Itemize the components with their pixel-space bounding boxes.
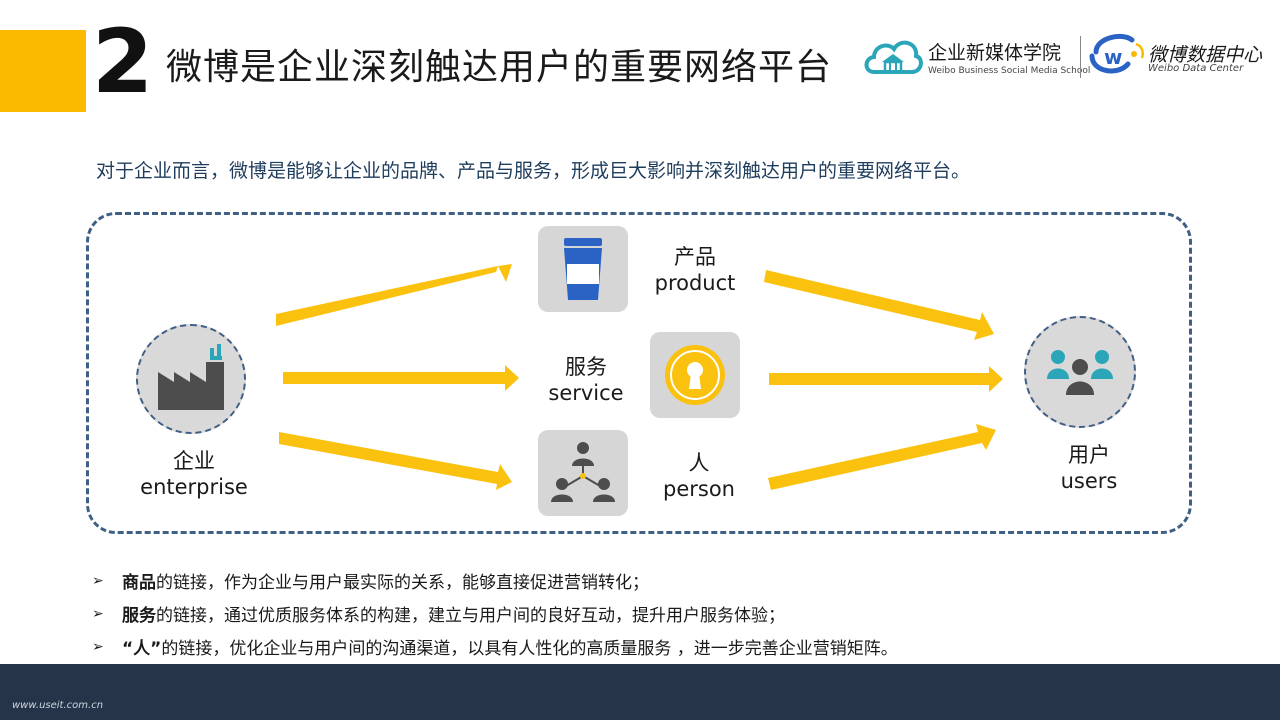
arrow-product-users [764, 270, 994, 340]
product-label: 产品 product [646, 244, 744, 296]
product-tile [538, 226, 628, 312]
person-label-cn: 人 [688, 451, 710, 475]
bullet-keyword: 商品 [122, 573, 156, 593]
product-label-cn: 产品 [674, 245, 716, 269]
person-label-en: person [663, 477, 735, 501]
users-label: 用户 users [1040, 442, 1138, 494]
arrow-enterprise-product [276, 264, 512, 326]
weibo-data-logo-icon: w [1089, 34, 1144, 74]
enterprise-label-cn: 企业 [173, 449, 215, 473]
coffee-cup-icon [564, 238, 602, 300]
bullet-keyword: “人” [122, 639, 162, 659]
arrow-enterprise-person [279, 432, 512, 490]
factory-icon [158, 344, 224, 410]
bullet-text: 的链接，通过优质服务体系的构建，建立与用户间的良好互动，提升用户服务体验； [156, 606, 785, 626]
enterprise-circle [136, 324, 246, 434]
diagram-frame [86, 212, 1192, 534]
school-logo-icon [864, 40, 923, 74]
list-item: ➢ 商品的链接，作为企业与用户最实际的关系，能够直接促进营销转化； [92, 564, 898, 597]
enterprise-label: 企业 enterprise [136, 448, 252, 500]
footer-url: www.useit.com.cn [12, 700, 104, 711]
school-logo-subtitle: Weibo Business Social Media School [928, 66, 1091, 76]
bullet-arrow-icon: ➢ [92, 638, 104, 655]
intro-text: 对于企业而言，微博是能够让企业的品牌、产品与服务，形成巨大影响并深刻触达用户的重… [96, 160, 971, 182]
service-label-en: service [548, 381, 624, 405]
product-label-en: product [654, 271, 736, 295]
person-tile [538, 430, 628, 516]
arrow-service-users [769, 366, 1003, 392]
users-circle [1024, 316, 1136, 428]
school-logo-name: 企业新媒体学院 [928, 42, 1062, 64]
arrow-enterprise-service [283, 365, 519, 391]
users-group-icon [1047, 350, 1113, 395]
bullet-arrow-icon: ➢ [92, 605, 104, 622]
bullet-arrow-icon: ➢ [92, 572, 104, 589]
arrow-person-users [768, 424, 996, 490]
keyhole-icon [665, 345, 725, 405]
svg-text:w: w [1104, 45, 1122, 69]
list-item: ➢ “人”的链接，优化企业与用户间的沟通渠道，以具有人性化的高质量服务 ，进一步… [92, 630, 898, 663]
service-tile [650, 332, 740, 418]
page-title: 微博是企业深刻触达用户的重要网络平台 [166, 47, 833, 88]
section-number: 2 [92, 10, 154, 113]
bullet-keyword: 服务 [122, 606, 156, 626]
enterprise-label-en: enterprise [140, 475, 248, 499]
logo-divider [1080, 36, 1081, 78]
people-network-icon [551, 442, 615, 502]
users-label-en: users [1060, 469, 1118, 493]
users-label-cn: 用户 [1068, 443, 1110, 467]
bullet-text: 的链接，作为企业与用户最实际的关系，能够直接促进营销转化； [156, 573, 649, 593]
data-center-logo-name: 微博数据中心 [1148, 44, 1263, 66]
service-label-cn: 服务 [565, 355, 607, 379]
service-label: 服务 service [540, 354, 632, 406]
person-label: 人 person [650, 450, 748, 502]
list-item: ➢ 服务的链接，通过优质服务体系的构建，建立与用户间的良好互动，提升用户服务体验… [92, 597, 898, 630]
bullet-text: 的链接，优化企业与用户间的沟通渠道，以具有人性化的高质量服务 ，进一步完善企业营… [161, 639, 898, 659]
accent-tab [0, 30, 86, 112]
data-center-logo-subtitle: Weibo Data Center [1148, 63, 1244, 74]
bullet-list: ➢ 商品的链接，作为企业与用户最实际的关系，能够直接促进营销转化； ➢ 服务的链… [92, 564, 898, 663]
footer-bar [0, 664, 1280, 720]
